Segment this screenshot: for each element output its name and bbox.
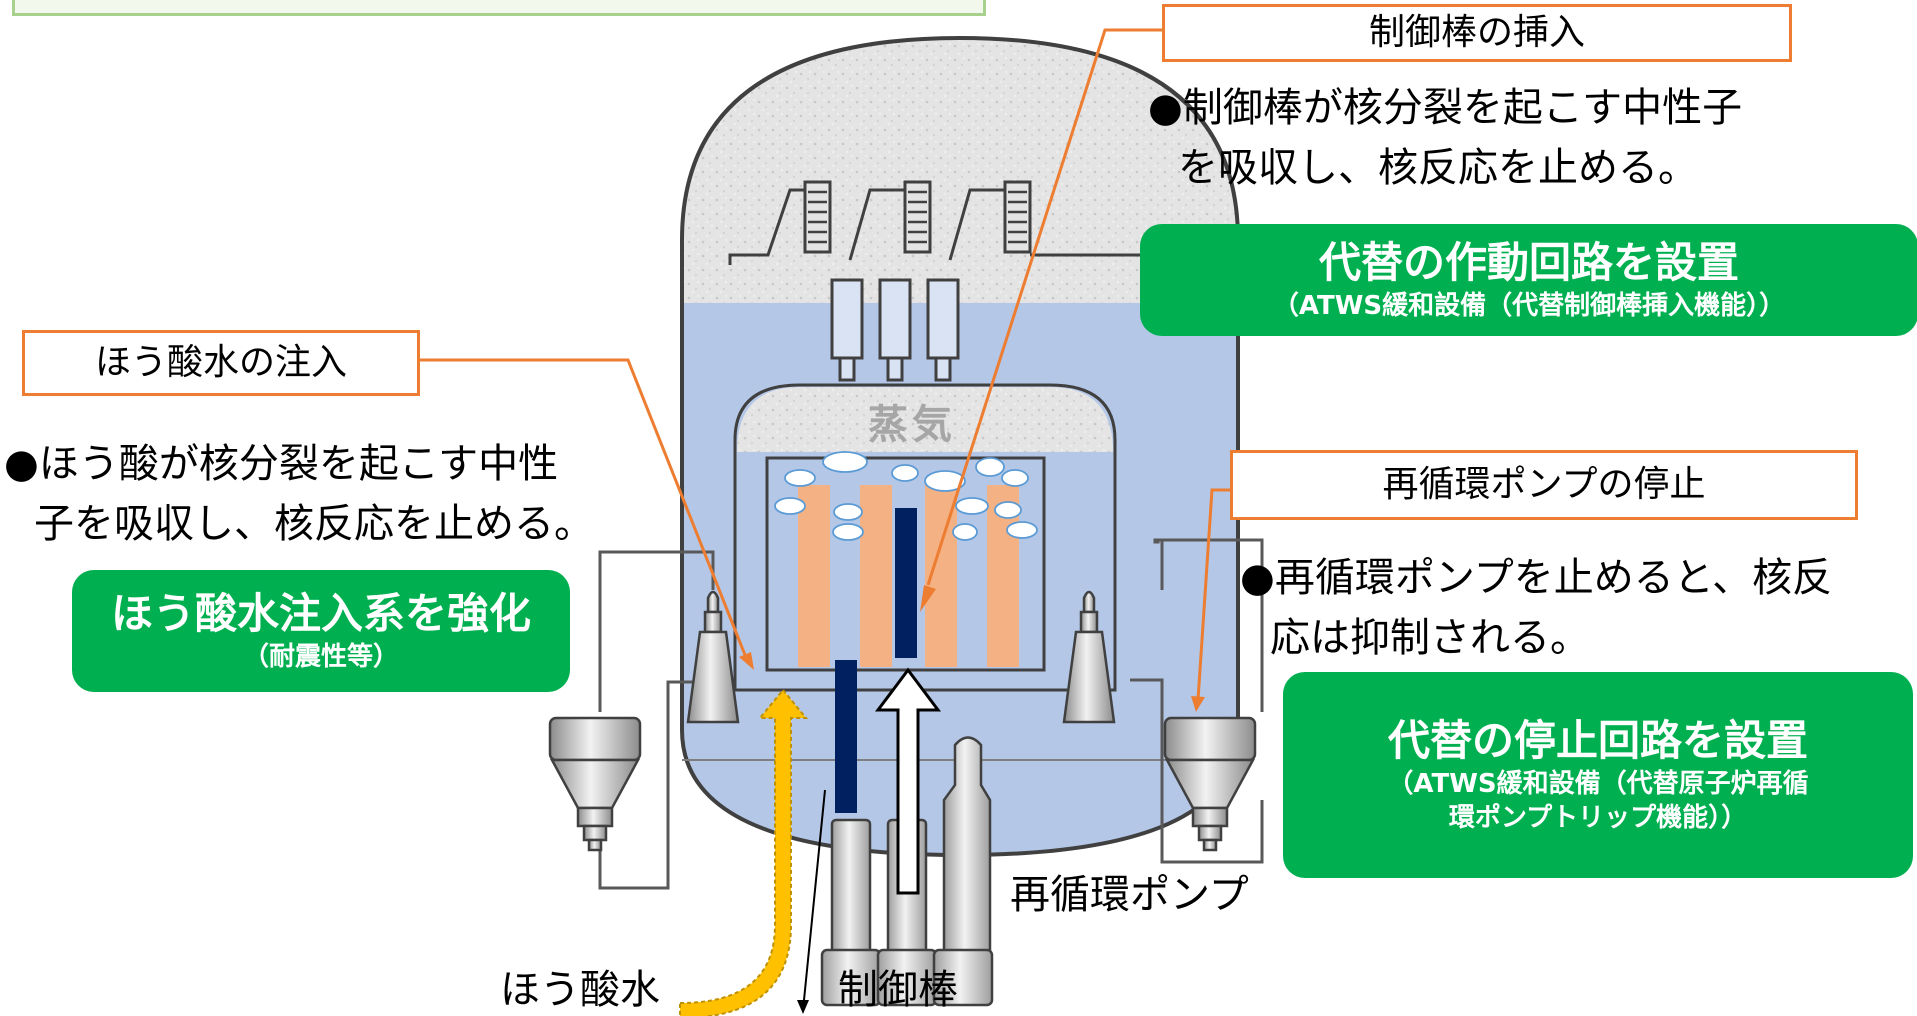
boric-acid-measure-title: ほう酸水注入系を強化 bbox=[110, 589, 531, 638]
jet-pump-right bbox=[1062, 590, 1116, 724]
callout-leaders bbox=[420, 28, 1230, 701]
control-rod-measure-sub: （ATWS緩和設備（代替制御棒挿入機能）） bbox=[1272, 291, 1786, 321]
recirculation-pump-label: 再循環ポンプ bbox=[1010, 872, 1249, 918]
control-rod-insertion-bullet-line-1: ●制御棒が核分裂を起こす中性子 bbox=[1148, 85, 1743, 131]
boric-acid-flow-arrow bbox=[679, 688, 809, 1016]
recirculation-measure-sub-line-2: 環ポンプトリップ機能）） bbox=[1448, 803, 1748, 833]
control-rod-insertion-bullet-line-2: を吸収し、核反応を止める。 bbox=[1178, 145, 1698, 191]
recirculation-measure-box: 代替の停止回路を設置 （ATWS緩和設備（代替原子炉再循 環ポンプトリップ機能）… bbox=[1283, 672, 1913, 878]
control-rod-label: 制御棒 bbox=[838, 967, 958, 1013]
steam-label: 蒸気 bbox=[868, 402, 956, 448]
steam-bubbles bbox=[774, 451, 1038, 541]
boric-acid-bullet-line-2: 子を吸収し、核反応を止める。 bbox=[34, 501, 594, 547]
control-rod-drop-line bbox=[802, 789, 826, 1011]
recirculation-measure-sub-line-1: （ATWS緩和設備（代替原子炉再循 bbox=[1387, 769, 1809, 799]
jet-pump-left bbox=[686, 590, 740, 724]
boric-acid-water-label: ほう酸水 bbox=[500, 967, 660, 1013]
control-rod-measure-box: 代替の作動回路を設置 （ATWS緩和設備（代替制御棒挿入機能）） bbox=[1140, 224, 1917, 336]
recirculation-pump-right bbox=[1163, 716, 1257, 852]
steam-separators bbox=[830, 278, 960, 382]
rod-insertion-arrow bbox=[875, 667, 941, 895]
recirculation-bullet-line-1: ●再循環ポンプを止めると、核反 bbox=[1240, 555, 1833, 601]
recirculation-pump-left bbox=[548, 716, 642, 852]
recirculation-bullet-line-2: 応は抑制される。 bbox=[1270, 615, 1590, 661]
fuel-core bbox=[765, 456, 1046, 672]
steam-dryers bbox=[728, 180, 1190, 265]
boric-acid-measure-box: ほう酸水注入系を強化 （耐震性等） bbox=[72, 570, 570, 692]
top-frame-fragment bbox=[12, 0, 986, 16]
control-rod-insertion-heading: 制御棒の挿入 bbox=[1162, 4, 1792, 62]
control-rod-measure-title: 代替の作動回路を設置 bbox=[1318, 238, 1739, 287]
boric-acid-measure-sub: （耐震性等） bbox=[242, 642, 399, 672]
recirculation-pump-stop-heading: 再循環ポンプの停止 bbox=[1230, 450, 1858, 520]
recirculation-measure-title: 代替の停止回路を設置 bbox=[1387, 716, 1808, 765]
inserted-control-rod bbox=[835, 660, 857, 813]
boric-acid-bullet-line-1: ●ほう酸が核分裂を起こす中性 bbox=[4, 441, 559, 487]
boric-acid-injection-heading: ほう酸水の注入 bbox=[22, 330, 420, 396]
